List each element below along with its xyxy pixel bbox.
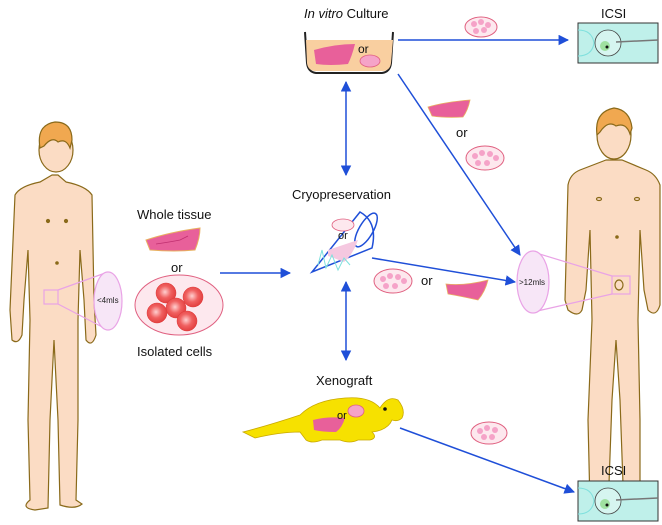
man-testis-volume: >12mls — [519, 278, 546, 287]
culture-label-italic: In vitro — [304, 6, 344, 21]
man-hair — [596, 107, 633, 137]
icsi-top-label: ICSI — [601, 6, 627, 21]
boy-body — [9, 174, 97, 511]
icsi-bottom-label: ICSI — [601, 463, 627, 478]
boy-hair — [38, 121, 73, 150]
whole-tissue-fragment — [145, 227, 201, 252]
mouse-host — [241, 397, 404, 443]
cryopreservation-label: Cryopreservation — [292, 187, 391, 202]
cell-suspension-xenograft-to-icsi — [470, 421, 508, 445]
cell-suspension-transplant — [373, 268, 413, 294]
man-body — [564, 159, 661, 516]
whole-tissue-label: Whole tissue — [137, 207, 212, 222]
culture-label: In vitro Culture — [304, 6, 389, 21]
arrow-cryo-to-man — [371, 257, 517, 286]
source-or: or — [171, 260, 183, 275]
cryo-or: or — [338, 230, 348, 242]
culture-label-rest: Culture — [343, 6, 389, 21]
isolated-cells-label: Isolated cells — [137, 344, 213, 359]
transplant-or: or — [421, 273, 433, 288]
tissue-fragment-transplant — [445, 279, 489, 301]
icsi-panel-bottom — [577, 480, 659, 522]
xenograft-or: or — [337, 410, 347, 422]
flow-arrows — [220, 34, 575, 494]
prepubertal-boy-figure — [9, 121, 97, 511]
icsi-panel-top — [577, 22, 659, 64]
isolated-cells-dish — [134, 274, 224, 336]
arrow-culture-to-man — [397, 73, 521, 256]
cell-suspension-middle-right — [465, 145, 505, 171]
adult-man-figure — [564, 107, 661, 516]
tissue-fragment-middle-right — [427, 99, 471, 118]
boy-testis-volume: <4mls — [97, 296, 119, 305]
culture-or: or — [358, 42, 369, 56]
xenograft-label: Xenograft — [316, 373, 373, 388]
arrow-xenograft-to-icsi — [399, 427, 575, 494]
cryovial — [309, 211, 379, 274]
culture-to-man-or: or — [456, 125, 468, 140]
boy-testis-zoom-lens — [43, 271, 123, 331]
cell-suspension-top-right — [464, 16, 498, 38]
culture-dish — [304, 31, 394, 74]
man-testis-zoom-lens — [516, 250, 631, 314]
